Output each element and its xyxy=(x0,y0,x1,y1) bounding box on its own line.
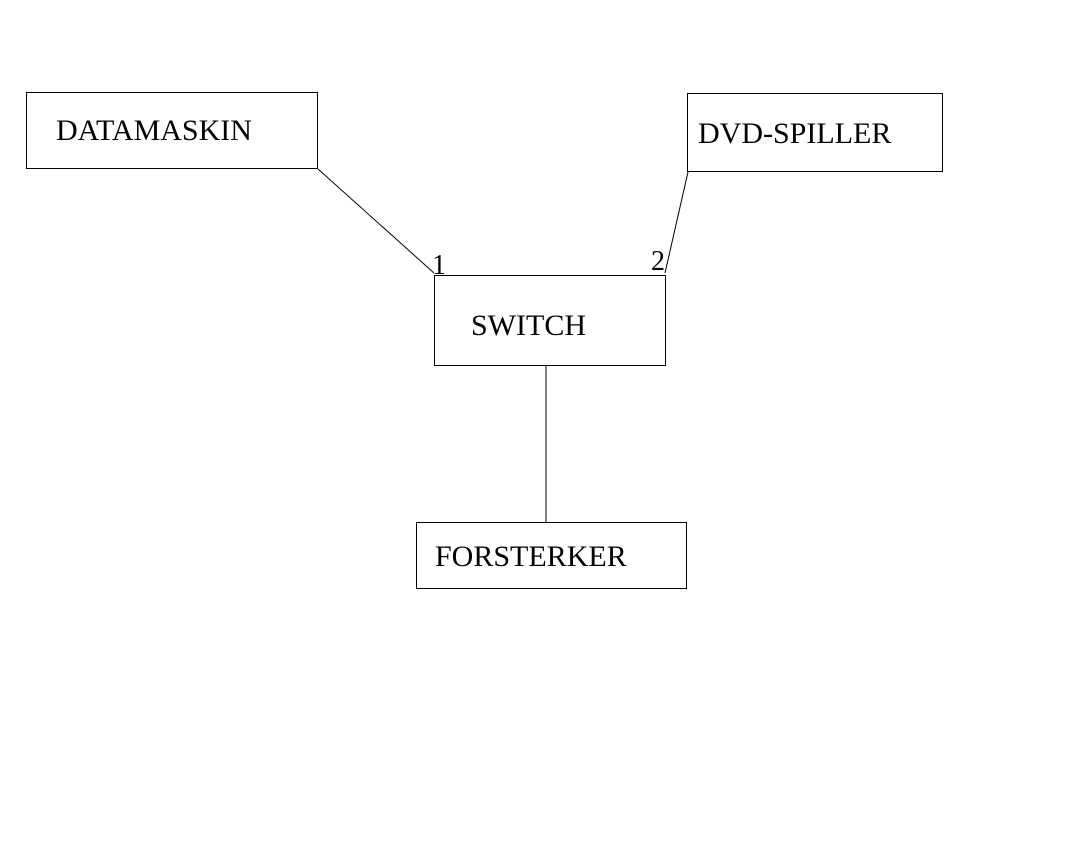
connector-computer-switch xyxy=(317,168,435,274)
switch-label: SWITCH xyxy=(471,309,586,342)
amplifier-label: FORSTERKER xyxy=(435,540,627,573)
dvd-player-box: DVD-SPILLER xyxy=(687,93,943,172)
computer-label: DATAMASKIN xyxy=(56,114,252,147)
computer-box: DATAMASKIN xyxy=(26,92,318,169)
port-2-label: 2 xyxy=(651,246,665,277)
connector-dvd-switch xyxy=(664,171,689,274)
port-1-label: 1 xyxy=(432,250,446,281)
switch-box: SWITCH xyxy=(434,275,666,366)
amplifier-box: FORSTERKER xyxy=(416,522,687,589)
dvd-player-label: DVD-SPILLER xyxy=(698,117,892,150)
